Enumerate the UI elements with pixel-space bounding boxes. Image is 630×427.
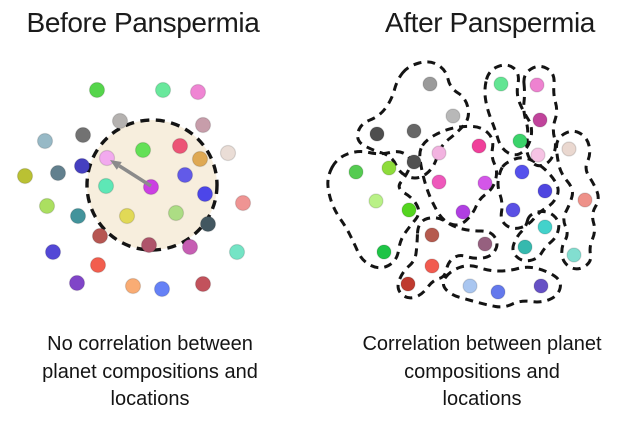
planet-dot [38,197,56,215]
transfer-arrow-line [118,164,152,188]
planet-dot [537,183,553,199]
planet-dot [196,185,214,203]
planet-dot [69,207,87,225]
planet-dot [477,236,493,252]
planet-dot [455,204,471,220]
planet-dot [219,144,237,162]
planet-dot [530,147,546,163]
planet-dot [199,215,217,233]
right-panel-title: After Panspermia [385,7,595,38]
right-panel-caption: Correlation between planet compositions … [362,333,602,411]
planet-dot [462,278,478,294]
planet-dot [400,276,416,292]
planet-dot [514,164,530,180]
planet-dot [68,274,86,292]
planet-dot [181,238,199,256]
planet-dot [537,219,553,235]
planet-dot [431,145,447,161]
planet-dot [477,175,493,191]
planet-dot [369,126,385,142]
planet-dot [89,256,107,274]
planet-dot [406,123,422,139]
region-outline-green-cluster [326,150,421,270]
planet-dot [16,167,34,185]
planet-dot [532,112,548,128]
planet-dot [381,160,397,176]
region-outline-bottom-blue-cluster [441,264,562,309]
planet-dot [194,116,212,134]
planet-dot [424,227,440,243]
planet-dot [176,166,194,184]
planet-dot [424,258,440,274]
planet-dot [422,76,438,92]
planet-dot [91,227,109,245]
planet-dot [73,157,91,175]
planet-dot [533,278,549,294]
planet-dot [517,239,533,255]
planet-dot [154,81,172,99]
planet-dot [471,138,487,154]
planet-dot [74,126,92,144]
planet-dot [512,133,528,149]
planet-dot [234,194,252,212]
planet-dot [97,177,115,195]
planet-dot [36,132,54,150]
planet-dot [566,247,582,263]
planet-dot [171,137,189,155]
planet-dot [49,164,67,182]
planet-dot [493,76,509,92]
planet-dot [505,202,521,218]
planet-dot [88,81,106,99]
planet-dot [376,244,392,260]
planet-dot [153,280,171,298]
planet-dot [368,193,384,209]
planet-dot [577,192,593,208]
planet-dot [561,141,577,157]
transfer-arrow-head [110,160,122,170]
planet-dot [124,277,142,295]
planet-dot [140,236,158,254]
region-outline-red-cluster [396,216,499,300]
region-outline-teal-cluster [511,209,561,263]
planet-dot [194,275,212,293]
left-panel-caption: No correlation between planet compositio… [42,333,258,411]
region-outline-mint-cluster [483,63,534,157]
planet-dot [445,108,461,124]
planet-dot [134,141,152,159]
planet-dot [348,164,364,180]
region-outline-gray-cluster [356,60,470,180]
planet-dot [431,174,447,190]
planet-dot [529,77,545,93]
planet-dot [228,243,246,261]
planet-dot [189,83,207,101]
planet-dot [111,112,129,130]
planet-dot [401,202,417,218]
planet-dot [406,154,422,170]
left-panel-title: Before Panspermia [26,7,260,38]
planet-dot [118,207,136,225]
planet-dot [44,243,62,261]
planet-dot [490,284,506,300]
planet-dot [167,204,185,222]
region-outline-pink-cluster [418,124,499,227]
planet-dot [191,150,209,168]
planet-dot [98,149,116,167]
